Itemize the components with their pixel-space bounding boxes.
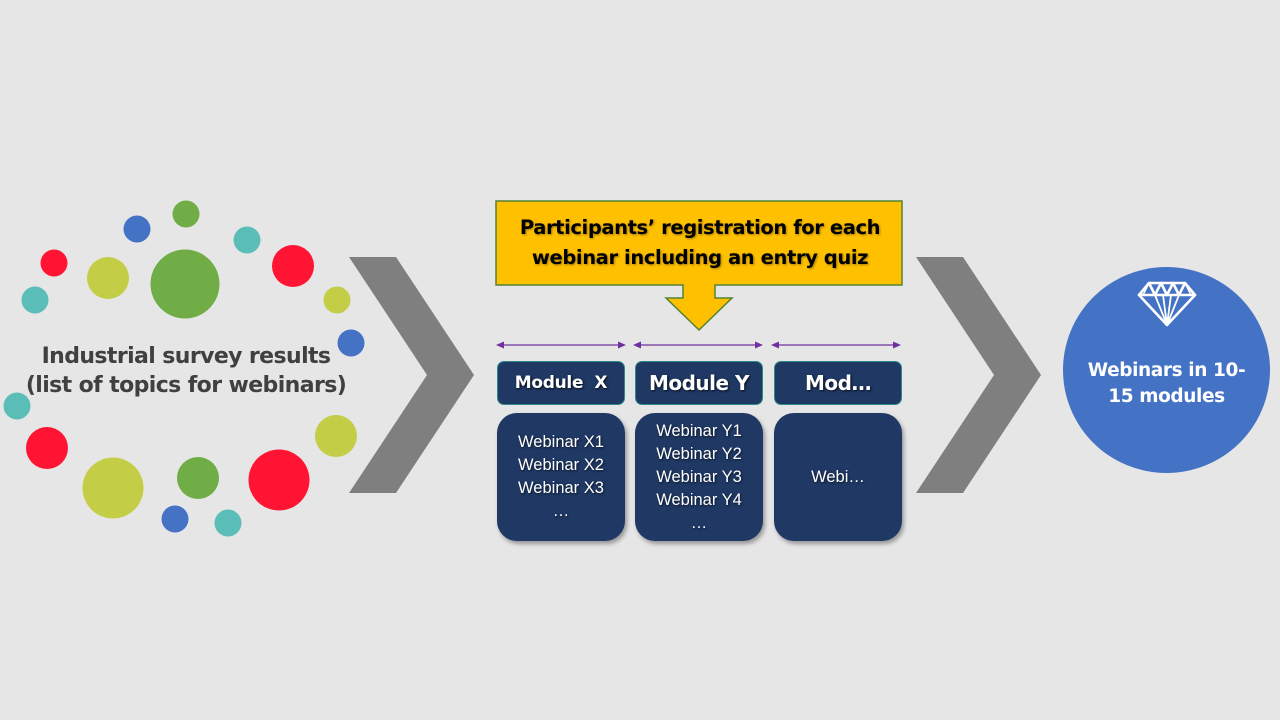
webinar-item: Webinar X3: [518, 479, 604, 497]
topic-bubble-green: [150, 249, 220, 319]
result-line-2: 15 modules: [1108, 386, 1225, 407]
topic-bubble-lime: [315, 415, 357, 457]
topic-bubble-red: [272, 245, 314, 287]
webinar-item: Webinar Y4: [656, 490, 742, 509]
registration-callout: [495, 200, 903, 332]
chevron-shape: [916, 257, 1041, 493]
module-x-webinars: Webinar X1 Webinar X2 Webinar X3 …: [497, 413, 625, 541]
survey-bubble-cluster: [3, 200, 365, 537]
survey-title-line-1: Industrial survey results: [41, 344, 331, 369]
topic-bubble-teal: [21, 286, 49, 314]
webinar-item: Webinar X1: [518, 433, 604, 451]
module-y-header: Module Y: [635, 361, 763, 405]
callout-text: Participants’ registration for each webi…: [497, 213, 903, 273]
webinar-item: Webinar Y3: [656, 467, 742, 486]
module-span-arrow: [633, 341, 763, 349]
topic-bubble-lime: [82, 457, 144, 519]
diamond-icon: [1137, 281, 1197, 327]
webinar-item-ellipsis: …: [690, 513, 708, 532]
module-title: Module Y: [648, 371, 750, 395]
topic-bubble-teal: [233, 226, 261, 254]
module-more-webinars: Webi…: [774, 413, 902, 541]
chevron-shape: [349, 257, 474, 493]
webinar-item: Webi…: [811, 467, 865, 486]
chevron-right-icon: [916, 257, 1041, 493]
module-x-header: Module X: [497, 361, 625, 405]
result-label: Webinars in 10- 15 modules: [1063, 358, 1270, 410]
callout-shape: [495, 200, 903, 332]
topic-bubble-green: [172, 200, 200, 228]
module-span-arrow: [496, 341, 626, 349]
result-circle: [1063, 267, 1270, 473]
topic-bubble-blue: [161, 505, 189, 533]
module-title: Mod…: [805, 371, 871, 395]
topic-bubble-teal: [3, 392, 31, 420]
topic-bubble-red: [26, 427, 68, 469]
module-span-arrow: [771, 341, 901, 349]
topic-bubble-teal: [214, 509, 242, 537]
result-line-1: Webinars in 10-: [1087, 360, 1246, 381]
module-title: Module X: [514, 373, 608, 393]
topic-bubble-red: [40, 249, 68, 277]
module-y-webinars: Webinar Y1 Webinar Y2 Webinar Y3 Webinar…: [635, 413, 763, 541]
webinar-item: Webinar Y2: [656, 444, 742, 463]
survey-title-line-2: (list of topics for webinars): [25, 373, 347, 398]
survey-results-label: Industrial survey results (list of topic…: [20, 342, 352, 400]
topic-bubble-green: [177, 457, 219, 499]
webinar-item-ellipsis: …: [552, 502, 570, 520]
topic-bubble-blue: [123, 215, 151, 243]
topic-bubble-lime: [323, 286, 351, 314]
module-more-header: Mod…: [774, 361, 902, 405]
topic-bubble-blue: [337, 329, 365, 357]
topic-bubble-lime: [87, 257, 129, 299]
webinar-item: Webinar Y1: [656, 421, 742, 440]
callout-line-1: Participants’ registration for each: [519, 216, 881, 239]
webinar-item: Webinar X2: [518, 456, 604, 474]
topic-bubble-red: [248, 449, 310, 511]
chevron-right-icon: [349, 257, 474, 493]
callout-line-2: webinar including an entry quiz: [531, 246, 869, 269]
